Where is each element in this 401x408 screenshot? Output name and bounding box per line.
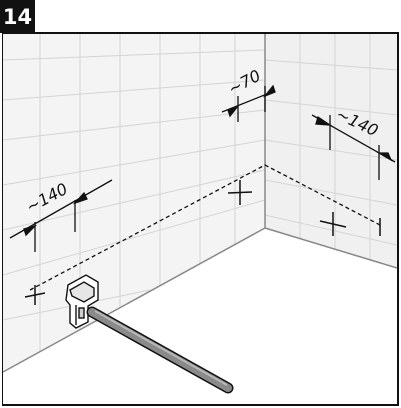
floor: [3, 228, 397, 404]
tile-grid: [2, 34, 398, 352]
dimension-middle: [221, 84, 276, 122]
right-wall: [265, 34, 397, 268]
step-number: 14: [2, 4, 33, 29]
wall-bracket-icon: [65, 274, 99, 329]
mounting-guide-line: [29, 164, 381, 291]
step-number-badge: 14: [0, 0, 35, 33]
rod-icon: [86, 306, 234, 394]
drill-mark-left-wall: [227, 180, 253, 205]
dimension-left: [9, 179, 113, 252]
drill-mark-right-wall: [319, 212, 347, 236]
drill-mark-left-edge: [24, 285, 46, 305]
dimension-right: [311, 114, 396, 180]
floor-edge-right: [264, 227, 398, 269]
floor-edge-left: [2, 227, 266, 373]
